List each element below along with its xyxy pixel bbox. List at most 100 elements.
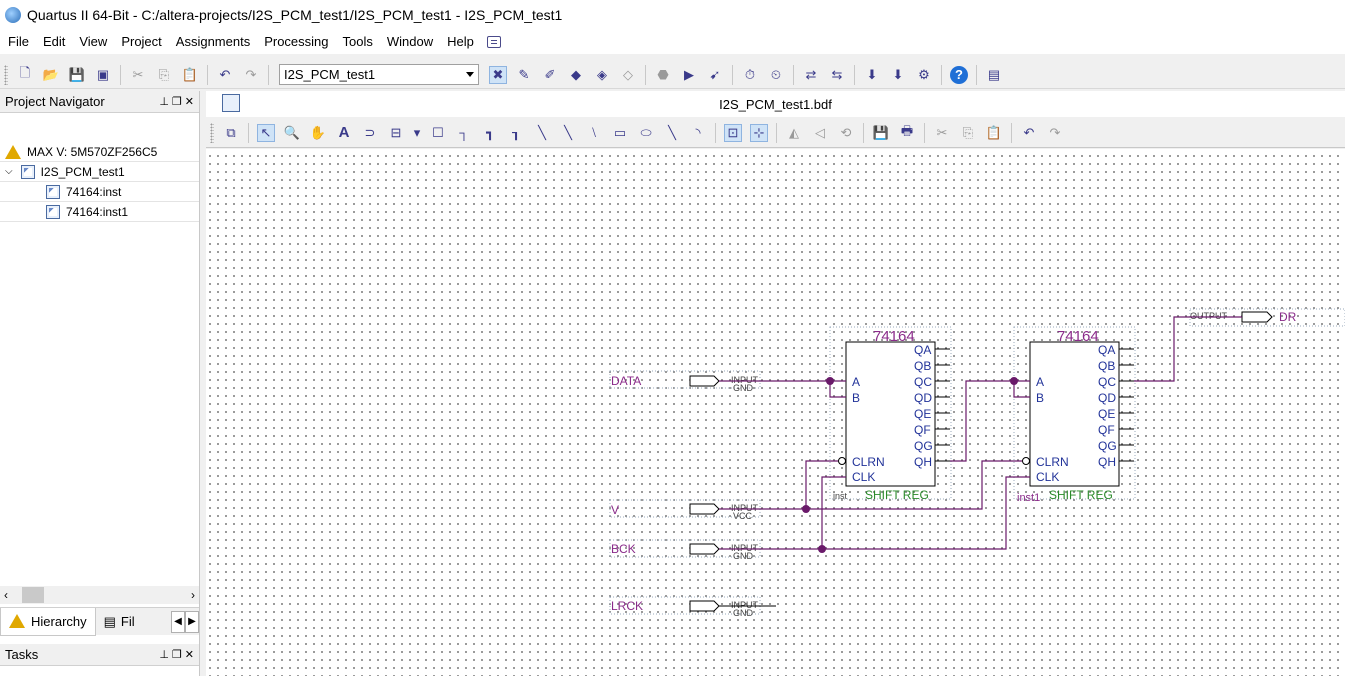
close-icon[interactable]: ✕: [184, 96, 194, 108]
block-description: SHIFT REG: [1049, 488, 1113, 502]
menu-assignments[interactable]: Assignments: [175, 34, 251, 49]
save-all-icon[interactable]: ▣: [96, 66, 110, 82]
scrollbar-thumb[interactable]: [22, 587, 44, 603]
flip-vertical-icon[interactable]: ◁: [815, 124, 825, 140]
schematic-canvas[interactable]: DATA INPUT GND V INPUT VCC BCK INPUT GND…: [206, 149, 1345, 676]
shift-register-block-1[interactable]: 74164 A B CLRN CLK QA QB QC QD QE QF QG …: [829, 326, 952, 502]
tree-row-instance[interactable]: 74164:inst: [0, 182, 199, 202]
close-icon[interactable]: ✕: [184, 649, 194, 661]
menu-help[interactable]: Help: [447, 34, 474, 49]
tab-next-icon[interactable]: ▶: [185, 610, 199, 633]
start-analysis-icon[interactable]: ➹: [709, 66, 721, 82]
partial-line-select-icon[interactable]: ⊹: [750, 123, 768, 142]
start-compilation-icon[interactable]: ▶: [684, 66, 694, 82]
input-pin-lrck[interactable]: LRCK INPUT GND: [609, 596, 776, 618]
orthogonal-node-icon[interactable]: ┐: [459, 125, 469, 140]
menu-project[interactable]: Project: [121, 34, 162, 49]
pin-tool-icon[interactable]: ⊟: [390, 124, 402, 140]
save-icon[interactable]: 💾: [872, 124, 890, 140]
save-icon[interactable]: 💾: [68, 66, 86, 82]
tab-hierarchy[interactable]: Hierarchy: [0, 607, 96, 636]
flip-horizontal-icon[interactable]: ◭: [789, 124, 799, 140]
project-select[interactable]: I2S_PCM_test1: [279, 64, 479, 85]
compare-icon[interactable]: ✖: [489, 65, 507, 84]
pin-icon[interactable]: ⊥: [159, 649, 169, 661]
shift-register-block-2[interactable]: 74164 A B CLRN CLK QA QB QC QD QE QF QG …: [1013, 326, 1136, 504]
detach-window-icon[interactable]: ⧉: [226, 124, 236, 140]
feedback-icon[interactable]: ▤: [987, 66, 1001, 82]
input-pin-v[interactable]: V INPUT VCC: [609, 499, 761, 521]
scroll-left-icon[interactable]: ‹: [4, 588, 8, 602]
redo-icon[interactable]: ↷: [1049, 124, 1061, 140]
restore-icon[interactable]: ❐: [171, 96, 182, 108]
line-tool-icon[interactable]: ╲: [668, 124, 676, 140]
print-icon[interactable]: 🖶: [900, 122, 914, 138]
oval-tool-icon[interactable]: ⬭: [640, 124, 652, 140]
rtl-viewer-icon[interactable]: ⇄: [805, 66, 817, 82]
paste-icon[interactable]: 📋: [181, 66, 199, 82]
tab-files[interactable]: ▤ Fil: [96, 608, 143, 636]
analysis-synthesis-icon[interactable]: ◈: [597, 66, 607, 82]
diagonal-bus-icon[interactable]: ╲: [564, 124, 572, 140]
input-pin-data[interactable]: DATA INPUT GND: [609, 370, 761, 393]
symbol-tool-icon[interactable]: ⊃: [364, 124, 376, 140]
toolbar-grip[interactable]: [4, 64, 8, 85]
open-folder-icon[interactable]: 📂: [42, 66, 60, 82]
rotate-icon[interactable]: ⟲: [840, 124, 852, 140]
diagonal-conduit-icon[interactable]: ⧵: [591, 124, 597, 140]
signaltap-icon[interactable]: ⚙: [918, 66, 930, 82]
chip-planner-icon[interactable]: ⬇: [866, 66, 878, 82]
copy-icon[interactable]: ⎘: [158, 66, 170, 82]
menu-window[interactable]: Window: [386, 34, 434, 49]
new-file-icon[interactable]: 🗋: [19, 64, 31, 80]
rectangle-tool-icon[interactable]: ▭: [613, 124, 627, 140]
text-tool-icon[interactable]: A: [338, 124, 350, 141]
menu-view[interactable]: View: [79, 34, 108, 49]
cut-icon[interactable]: ✂: [132, 66, 144, 82]
chevron-down-icon[interactable]: ▾: [413, 124, 421, 140]
cut-icon[interactable]: ✂: [936, 124, 948, 140]
zoom-tool-icon[interactable]: 🔍: [283, 124, 301, 140]
block-tool-icon[interactable]: ☐: [432, 124, 444, 140]
analysis-icon[interactable]: ◇: [623, 66, 633, 82]
undo-icon[interactable]: ↶: [1023, 124, 1035, 140]
orthogonal-conduit-icon[interactable]: ┒: [512, 124, 520, 140]
toolbar-grip[interactable]: [210, 122, 214, 143]
tree-row-top-entity[interactable]: ⌵ I2S_PCM_test1: [0, 162, 199, 182]
scroll-right-icon[interactable]: ›: [191, 588, 195, 602]
orthogonal-bus-icon[interactable]: ┓: [486, 124, 494, 140]
menu-processing[interactable]: Processing: [264, 34, 329, 49]
technology-map-icon[interactable]: ⇆: [831, 66, 843, 82]
restore-icon[interactable]: ❐: [171, 649, 182, 661]
tree-row-device[interactable]: MAX V: 5M570ZF256C5: [0, 142, 199, 162]
tab-prev-icon[interactable]: ◀: [171, 610, 185, 633]
pin-icon[interactable]: ⊥: [159, 96, 169, 108]
compile-design-icon[interactable]: ◆: [571, 66, 581, 82]
bdf-document-icon: [222, 94, 240, 112]
selection-tool-icon[interactable]: ↖: [257, 123, 275, 142]
output-pin-dr[interactable]: OUTPUT DR: [1189, 308, 1345, 327]
diagonal-node-icon[interactable]: ╲: [538, 124, 546, 140]
hand-tool-icon[interactable]: ✋: [309, 124, 327, 140]
horizontal-scrollbar[interactable]: ‹ ›: [0, 586, 199, 604]
stop-icon[interactable]: ⬣: [657, 66, 669, 82]
timing-analyzer-icon[interactable]: ⏱: [744, 66, 756, 82]
menu-file[interactable]: File: [8, 34, 29, 49]
rubberbanding-icon[interactable]: ⊡: [724, 123, 742, 142]
redo-icon[interactable]: ↷: [245, 66, 257, 82]
programmer-icon[interactable]: ⬇: [892, 66, 904, 82]
copy-icon[interactable]: ⎘: [962, 124, 974, 140]
chevron-down-icon[interactable]: ⌵: [5, 166, 13, 177]
input-pin-bck[interactable]: BCK INPUT GND: [609, 539, 761, 561]
assignment-editor-icon[interactable]: ✐: [544, 66, 556, 82]
tree-row-instance[interactable]: 74164:inst1: [0, 202, 199, 222]
undo-icon[interactable]: ↶: [219, 66, 231, 82]
menu-edit[interactable]: Edit: [42, 34, 66, 49]
menu-tools[interactable]: Tools: [342, 34, 373, 49]
pin-planner-icon[interactable]: ✎: [518, 66, 530, 82]
timequest-icon[interactable]: ⏲: [770, 66, 782, 82]
paste-icon[interactable]: 📋: [985, 124, 1003, 140]
help-icon[interactable]: ?: [950, 65, 968, 84]
comment-icon[interactable]: [486, 36, 501, 48]
arc-tool-icon[interactable]: ◝: [695, 124, 701, 140]
